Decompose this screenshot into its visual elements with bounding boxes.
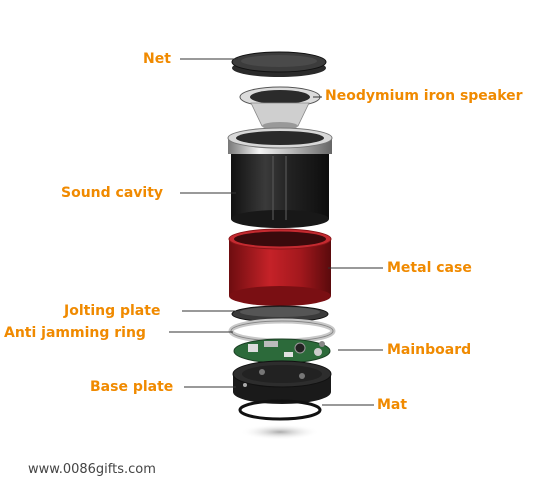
label-mainboard: Mainboard [387,342,472,358]
label-metal-case: Metal case [387,260,472,276]
label-mat: Mat [377,397,408,413]
label-speaker: Neodymium iron speaker [325,88,523,104]
label-sound-cavity: Sound cavity [61,185,164,201]
leader-lines [169,58,383,406]
mat-part [238,399,322,421]
label-base-plate: Base plate [90,379,174,395]
watermark-url: www.0086gifts.com [28,462,156,477]
net-part [231,51,327,77]
shadow [240,424,320,440]
metal-case-part [228,228,332,306]
label-net: Net [143,51,171,67]
base-plate-part [232,360,332,404]
anti-jamming-ring-part [228,318,336,344]
mainboard-part [233,338,331,364]
sound-cavity-part [227,127,333,228]
speaker-part [239,86,321,130]
label-jolting-plate: Jolting plate [64,303,161,319]
label-anti-jamming-ring: Anti jamming ring [4,325,146,341]
